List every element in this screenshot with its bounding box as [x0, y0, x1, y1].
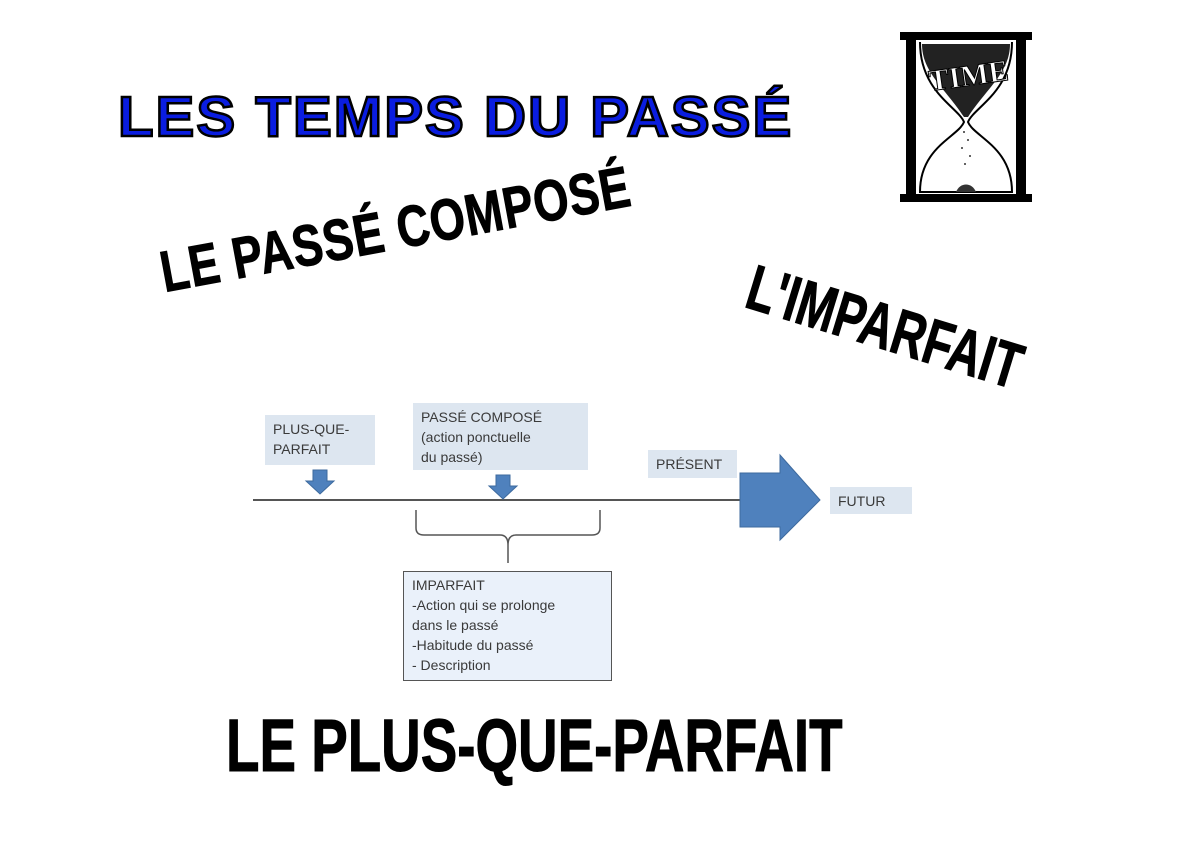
plus-que-parfait-wordart: LE PLUS-QUE-PARFAIT: [226, 704, 843, 788]
label-line: PLUS-QUE-: [273, 421, 350, 437]
futur-label: FUTUR: [830, 487, 912, 514]
passe-compose-label: PASSÉ COMPOSÉ (action ponctuelle du pass…: [413, 403, 588, 470]
label-line: (action ponctuelle: [421, 429, 531, 445]
passe-compose-arrow-icon: [487, 474, 519, 500]
label-line: PARFAIT: [273, 441, 331, 457]
imparfait-description-box: IMPARFAIT -Action qui se prolonge dans l…: [403, 571, 612, 681]
plus-que-parfait-arrow-icon: [304, 469, 336, 495]
box-line: IMPARFAIT: [412, 577, 485, 593]
box-line: -Action qui se prolonge: [412, 597, 556, 613]
label-line: du passé): [421, 449, 483, 465]
box-line: dans le passé: [412, 617, 499, 633]
box-line: -Habitude du passé: [412, 637, 534, 653]
label-line: PASSÉ COMPOSÉ: [421, 409, 543, 425]
hourglass-icon: TIME: [900, 32, 1032, 202]
plus-que-parfait-label: PLUS-QUE- PARFAIT: [265, 415, 375, 465]
page-title: LES TEMPS DU PASSÉ: [117, 84, 794, 151]
present-label: PRÉSENT: [648, 450, 737, 478]
future-arrow-icon: [739, 453, 821, 542]
box-line: - Description: [412, 657, 491, 673]
imparfait-brace: [415, 510, 601, 563]
